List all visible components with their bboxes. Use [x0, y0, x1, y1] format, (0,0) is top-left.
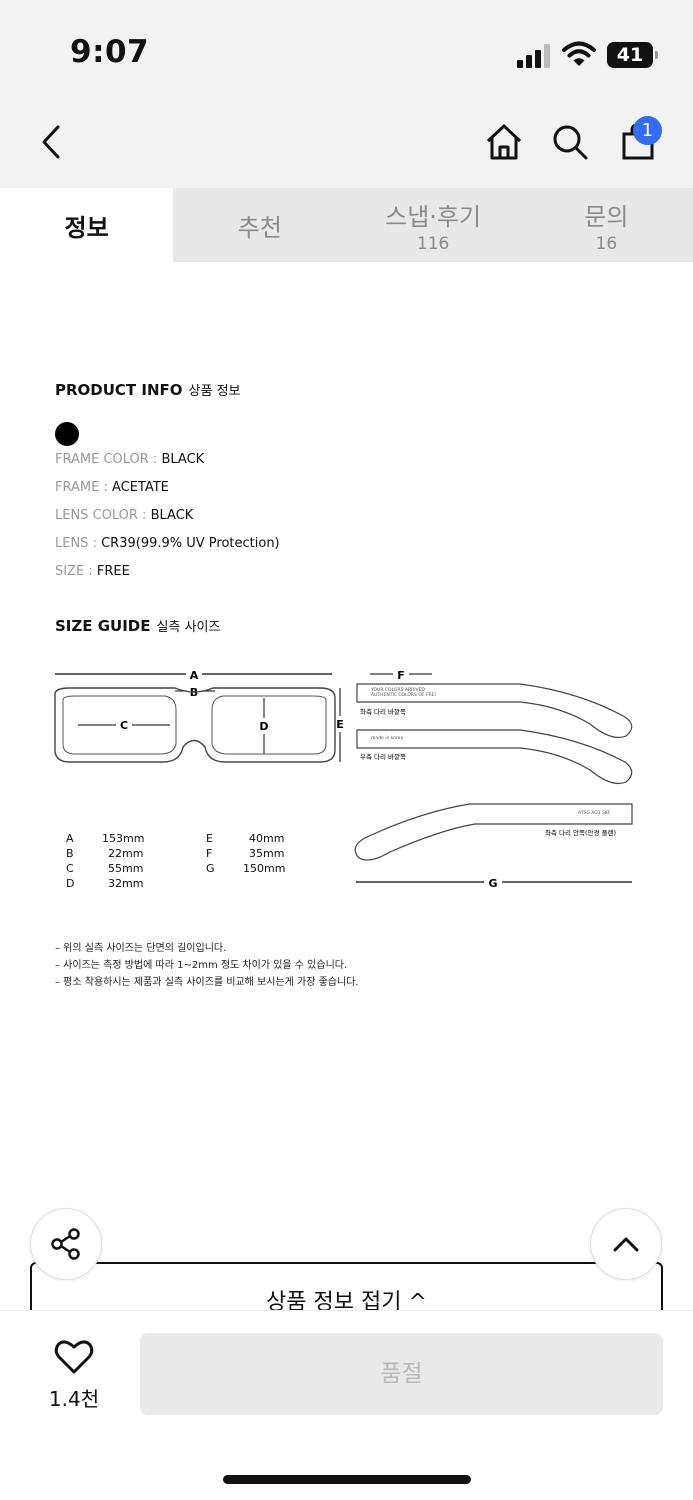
diagram-label-f: F — [397, 669, 405, 682]
home-indicator — [223, 1475, 471, 1484]
diagram-label-d: D — [259, 720, 268, 733]
spec-value: BLACK — [150, 508, 194, 523]
soldout-button[interactable]: 품절 — [140, 1333, 663, 1415]
temple-stamp: AUTHENTIC COLORS OF FREI — [371, 692, 436, 698]
product-tabs: 정보 추천 스냅·후기 116 문의 16 — [0, 188, 693, 262]
measurement-key: A — [66, 832, 74, 845]
spec-key: SIZE : — [55, 564, 93, 579]
tab-label: 스냅·후기 — [385, 202, 482, 231]
measurement-key: E — [206, 832, 213, 845]
measurement-row: C 55mm — [66, 862, 143, 875]
measurement-value: 153mm — [102, 832, 145, 845]
cart-button[interactable]: 1 — [612, 116, 664, 168]
spec-value: FREE — [96, 564, 130, 579]
home-button[interactable] — [478, 116, 530, 168]
tab-snap-review[interactable]: 스냅·후기 116 — [347, 188, 520, 262]
size-note: – 위의 실측 사이즈는 단면의 길이입니다. — [55, 943, 227, 954]
size-guide-title-text: SIZE GUIDE — [55, 617, 151, 635]
chevron-left-icon — [42, 125, 60, 159]
share-icon — [51, 1228, 80, 1260]
measurement-value: 55mm — [108, 862, 144, 875]
search-button[interactable] — [544, 116, 596, 168]
temple-outer-left-label: 좌측 다리 바깥쪽 — [360, 707, 406, 716]
size-note: – 사이즈는 측정 방법에 따라 1~2mm 정도 차이가 있을 수 있습니다. — [55, 960, 348, 971]
signal-icon — [517, 44, 553, 68]
measurement-row: G 150mm — [206, 862, 285, 875]
wifi-icon — [562, 40, 596, 68]
chevron-up-icon — [613, 1237, 639, 1252]
size-guide-subtitle: 실측 사이즈 — [156, 620, 221, 635]
nav-bar: 1 — [0, 96, 693, 188]
spec-row: FRAME COLOR : BLACK — [55, 452, 204, 467]
measurement-key: F — [206, 847, 213, 860]
temple-stamp: ATSG AG1 SKF — [578, 810, 611, 816]
product-info-subtitle: 상품 정보 — [188, 384, 241, 399]
product-info-title-text: PRODUCT INFO — [55, 381, 183, 399]
temple-stamp: made in korea — [371, 735, 403, 741]
spec-key: LENS : — [55, 536, 97, 551]
measurement-value: 40mm — [249, 832, 285, 845]
share-button[interactable] — [30, 1208, 102, 1280]
measurement-row: F 35mm — [206, 847, 284, 860]
size-note: – 평소 착용하시는 제품과 실측 사이즈를 비교해 보시는게 가장 좋습니다. — [55, 977, 359, 988]
measurement-key: G — [206, 862, 215, 875]
measurement-value: 150mm — [243, 862, 286, 875]
heart-icon — [54, 1340, 94, 1374]
like-count: 1.4천 — [48, 1387, 100, 1411]
spec-row: SIZE : FREE — [55, 564, 130, 579]
spec-key: FRAME : — [55, 480, 108, 495]
tab-count: 16 — [595, 233, 618, 254]
temple-inner-label: 좌측 다리 안쪽(안경 플랜) — [545, 828, 616, 837]
color-swatch — [55, 422, 79, 446]
bottom-action-bar: 1.4천 품절 — [0, 1310, 693, 1500]
size-guide-diagram: A B C D E F YOUR COLORS ARRIVED AUTHENTI… — [54, 669, 633, 890]
tab-inquiry[interactable]: 문의 16 — [520, 188, 693, 262]
tab-info[interactable]: 정보 — [0, 188, 174, 262]
diagram-label-a: A — [190, 669, 199, 682]
size-notes: – 위의 실측 사이즈는 단면의 길이입니다. – 사이즈는 측정 방법에 따라… — [55, 940, 359, 991]
measurement-row: D 32mm — [66, 877, 143, 890]
diagram-label-e: E — [336, 718, 344, 731]
spec-value: BLACK — [161, 452, 205, 467]
measurement-value: 22mm — [108, 847, 144, 860]
measurement-value: 35mm — [249, 847, 285, 860]
product-info-title: PRODUCT INFO 상품 정보 — [55, 380, 241, 399]
size-guide-title: SIZE GUIDE 실측 사이즈 — [55, 616, 220, 635]
battery-icon: 41 — [607, 42, 658, 68]
measurement-value: 32mm — [108, 877, 144, 890]
diagram-label-c: C — [120, 719, 128, 732]
tab-label: 추천 — [237, 213, 282, 242]
tab-count: 116 — [416, 233, 450, 254]
status-bar: 9:07 41 — [0, 0, 693, 96]
search-icon — [553, 125, 588, 160]
tab-label: 정보 — [64, 213, 109, 242]
back-button[interactable] — [26, 116, 78, 168]
spec-row: LENS COLOR : BLACK — [55, 508, 193, 523]
temple-stamp: YOUR COLORS ARRIVED — [370, 687, 425, 693]
spec-key: FRAME COLOR : — [55, 452, 158, 467]
temple-outer-right-label: 우측 다리 바깥쪽 — [360, 752, 406, 761]
diagram-label-g: G — [488, 877, 497, 890]
measurement-row: B 22mm — [66, 847, 143, 860]
measurement-row: E 40mm — [206, 832, 284, 845]
product-detail-content: PRODUCT INFO 상품 정보 FRAME COLOR : BLACK FR… — [0, 262, 693, 1312]
measurement-row: A 153mm — [66, 832, 144, 845]
tab-recommend[interactable]: 추천 — [173, 188, 346, 262]
like-button[interactable]: 1.4천 — [42, 1339, 106, 1412]
tab-label: 문의 — [584, 202, 629, 231]
spec-key: LENS COLOR : — [55, 508, 147, 523]
spec-row: FRAME : ACETATE — [55, 480, 169, 495]
cart-count-badge: 1 — [633, 116, 662, 145]
spec-row: LENS : CR39(99.9% UV Protection) — [55, 536, 280, 551]
scroll-top-button[interactable] — [590, 1208, 662, 1280]
measurement-key: B — [66, 847, 74, 860]
measurement-key: D — [66, 877, 75, 890]
status-time: 9:07 — [70, 34, 150, 70]
home-icon — [486, 124, 522, 160]
spec-value: CR39(99.9% UV Protection) — [101, 536, 280, 551]
measurement-key: C — [66, 862, 74, 875]
spec-value: ACETATE — [111, 480, 169, 495]
